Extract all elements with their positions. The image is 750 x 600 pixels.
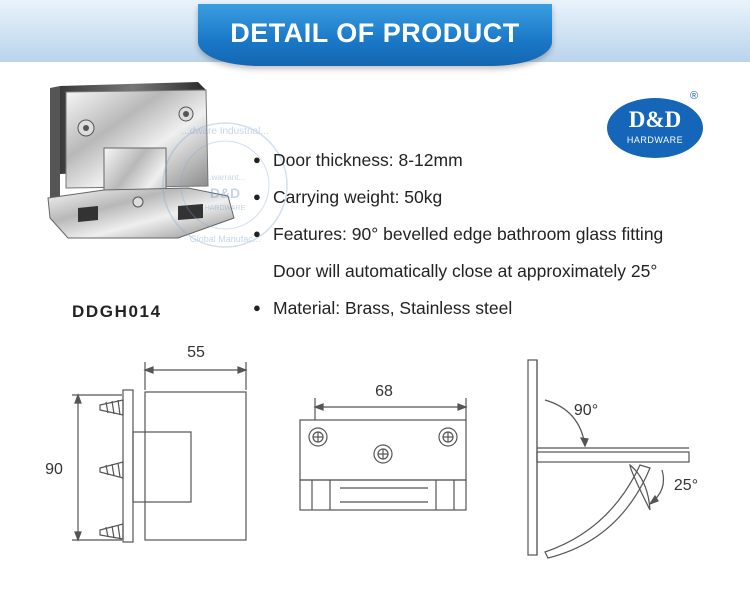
feature-item-continued: Door will automatically close at approxi… <box>253 261 657 282</box>
bullet-icon: ● <box>253 189 261 204</box>
screw-icon <box>99 461 124 479</box>
watermark-line-2: ...warrant... <box>205 173 245 182</box>
feature-item: ● Features: 90° bevelled edge bathroom gl… <box>253 224 663 245</box>
side-view-drawing <box>72 362 248 543</box>
screw-icon <box>99 523 124 540</box>
bullet-icon: ● <box>253 300 261 315</box>
feature-text: Material: Brass, Stainless steel <box>273 298 513 318</box>
feature-item: ● Material: Brass, Stainless steel <box>253 298 512 319</box>
angle-view-drawing <box>527 359 690 559</box>
product-photo <box>47 82 235 239</box>
screw-head-icon <box>438 427 458 447</box>
logo-main-text: D&D <box>628 107 682 132</box>
watermark-line-1: ...dware Industrial... <box>181 126 268 137</box>
feature-text: Features: 90° bevelled edge bathroom gla… <box>273 224 664 244</box>
banner-tab: DETAIL OF PRODUCT <box>198 4 552 66</box>
feature-item: ● Carrying weight: 50kg <box>253 187 442 208</box>
side-height-label: 90 <box>45 461 63 478</box>
screw-head-icon <box>373 444 393 464</box>
feature-text: Door will automatically close at approxi… <box>273 261 658 281</box>
feature-text: Door thickness: 8-12mm <box>273 150 463 170</box>
technical-drawings: 55 90 68 90° 25° <box>45 344 698 559</box>
close-angle-label: 25° <box>674 477 698 494</box>
front-view-drawing <box>299 398 468 511</box>
watermark-line-4: HARDWARE <box>205 205 246 212</box>
bullet-icon: ● <box>253 152 261 167</box>
banner-title: DETAIL OF PRODUCT <box>230 18 520 48</box>
front-width-label: 68 <box>375 383 393 400</box>
watermark: ...dware Industrial... ...warrant... D&D… <box>162 122 288 248</box>
bullet-icon: ● <box>253 226 261 241</box>
screw-icon <box>99 399 124 416</box>
watermark-line-3: D&D <box>210 185 240 201</box>
screw-head-icon <box>308 427 328 447</box>
brand-logo: D&D HARDWARE <box>607 98 703 158</box>
feature-text: Carrying weight: 50kg <box>273 187 443 207</box>
model-number: DDGH014 <box>72 302 162 321</box>
open-angle-label: 90° <box>574 402 598 419</box>
feature-item: ● Door thickness: 8-12mm <box>253 150 463 171</box>
logo-sub-text: HARDWARE <box>626 135 684 145</box>
watermark-line-5: Global Manufac... <box>190 234 261 244</box>
side-width-label: 55 <box>187 344 205 361</box>
registered-mark: ® <box>690 90 699 102</box>
